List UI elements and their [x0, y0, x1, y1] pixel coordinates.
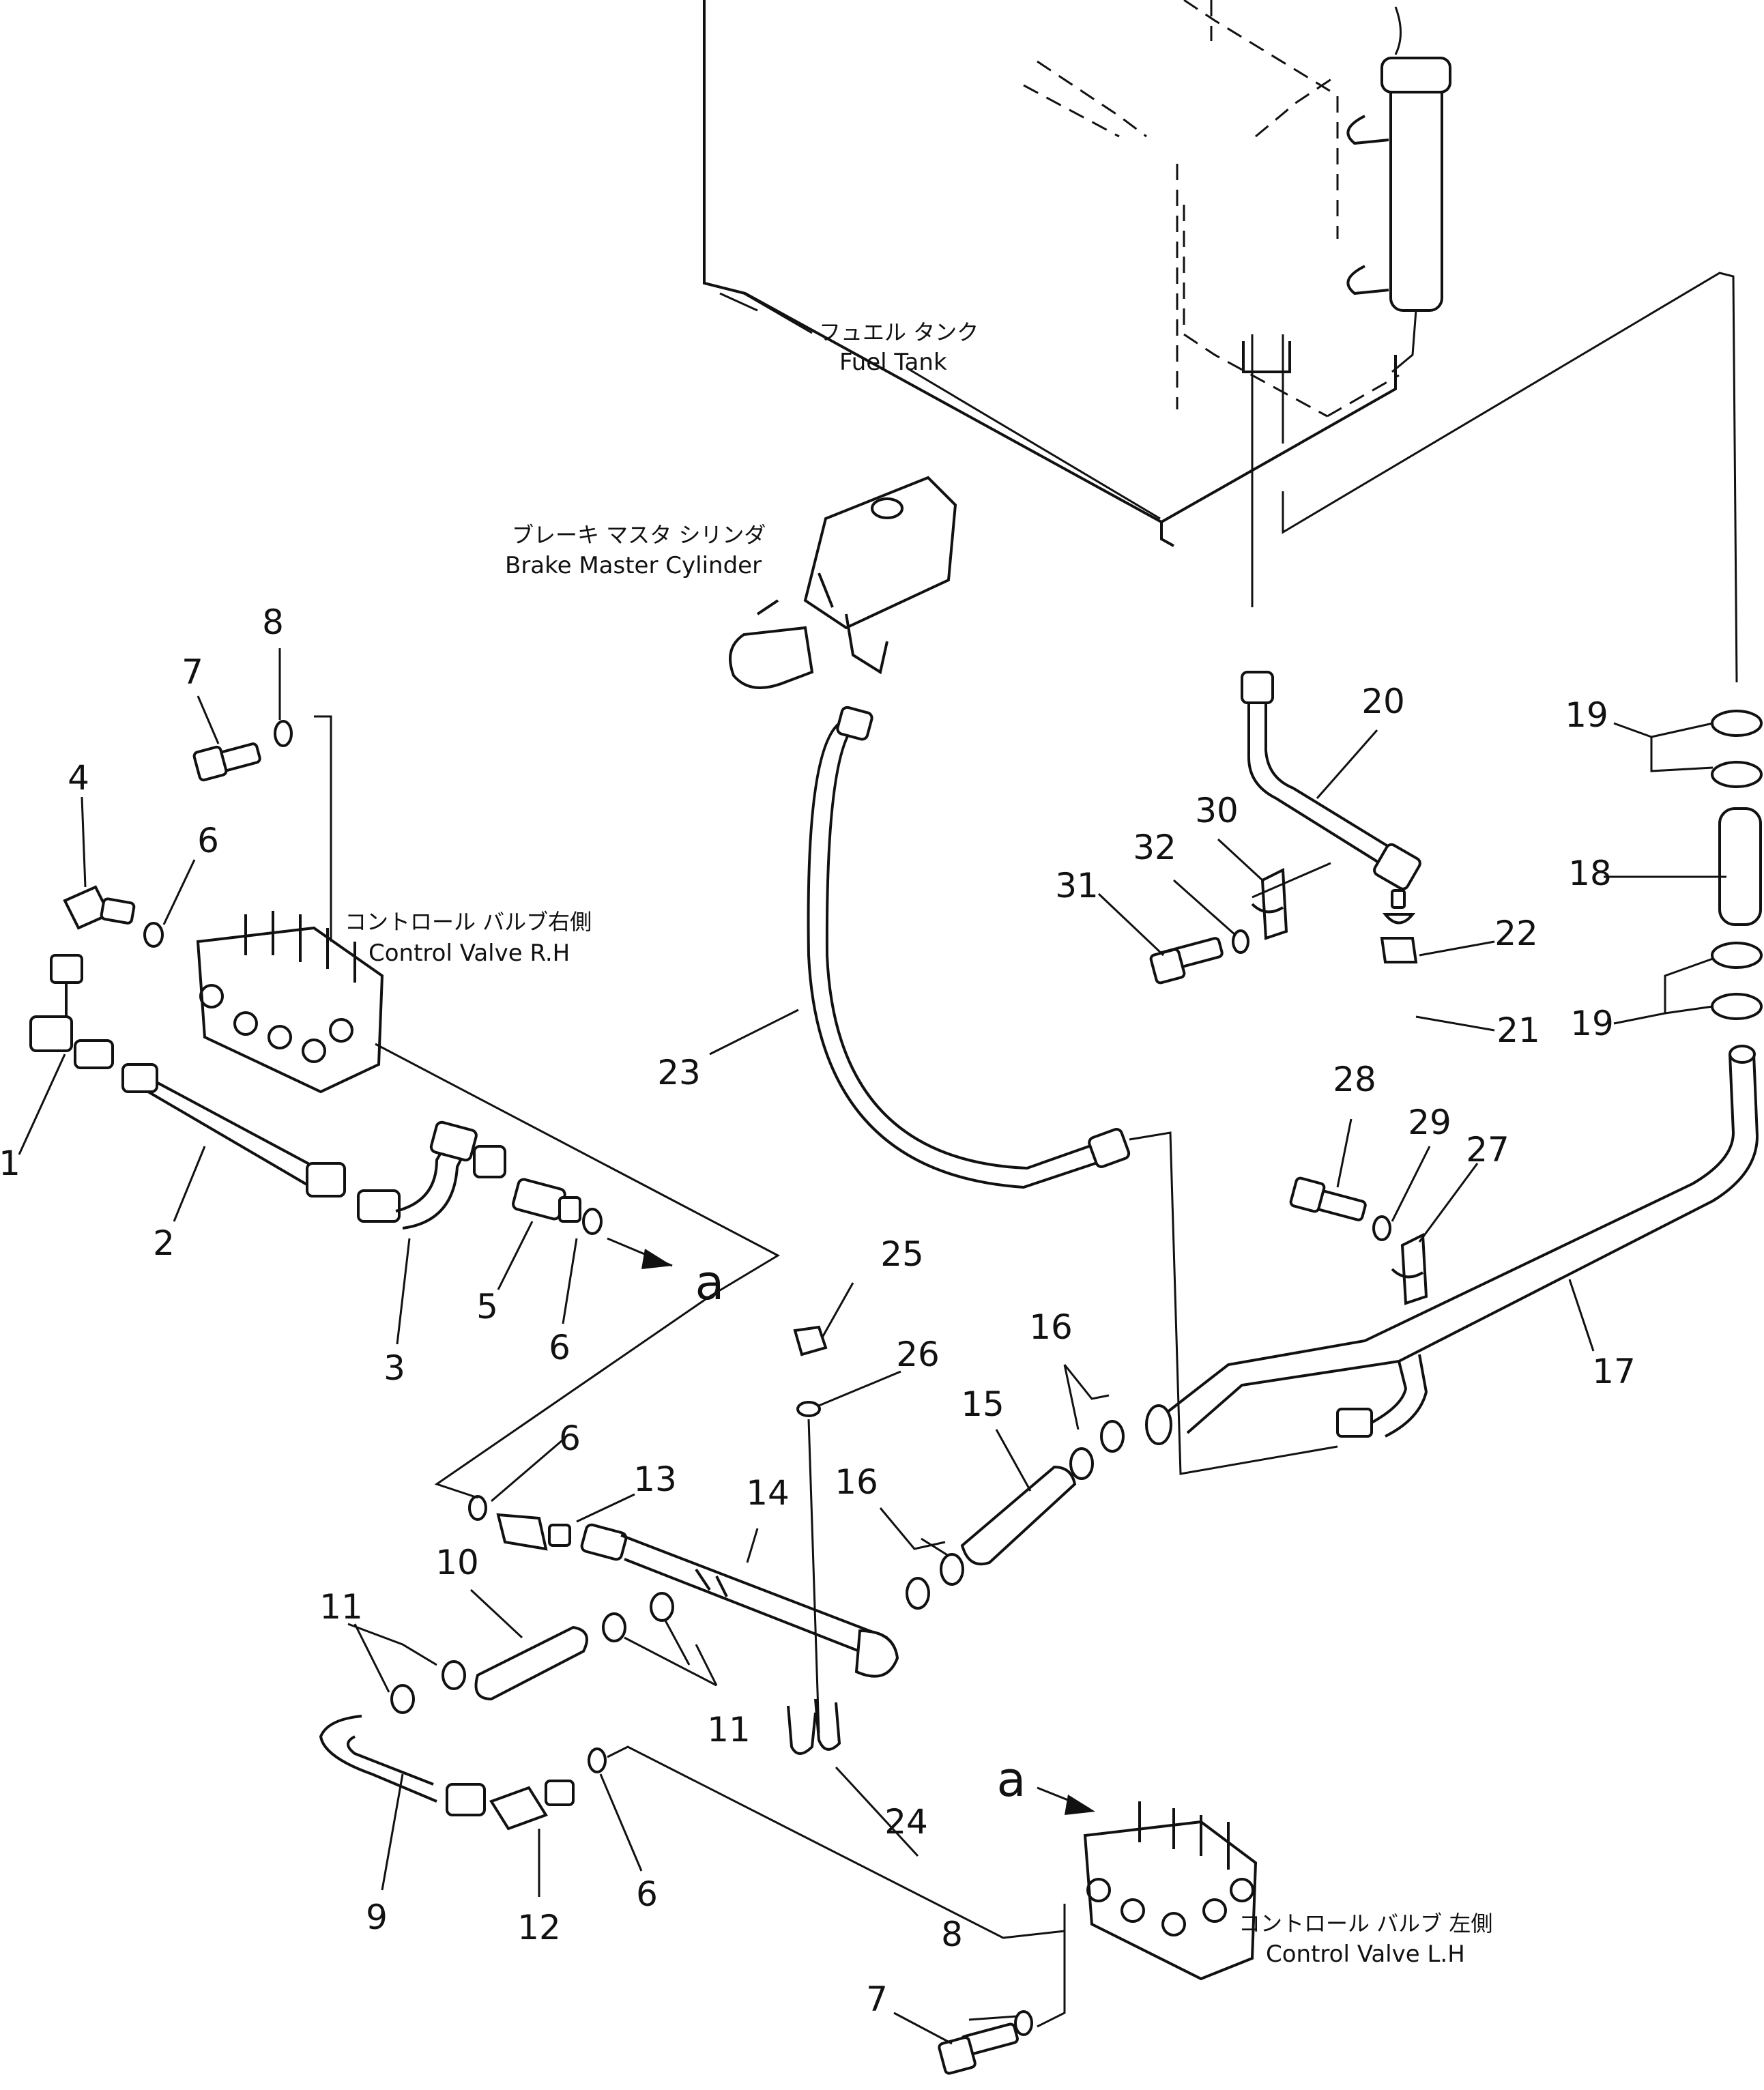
- hose-23: [807, 722, 1106, 1189]
- callout-19-lower: 19: [1570, 1004, 1614, 1043]
- callout-29: 29: [1408, 1103, 1451, 1142]
- callout-23: 23: [657, 1053, 701, 1092]
- fuel-tank-leader: [743, 292, 813, 334]
- fuel-tank-label-jp: フュエル タンク: [819, 319, 979, 345]
- callout-10: 10: [435, 1543, 479, 1582]
- callout-22: 22: [1494, 914, 1538, 953]
- callout-21: 21: [1496, 1011, 1540, 1050]
- callout-16-upper: 16: [1029, 1307, 1073, 1347]
- bolt-7-leader-lh: [1037, 1931, 1066, 2028]
- washer-8-lower: [1014, 2010, 1033, 2036]
- callout-6-near-13: 6: [559, 1419, 581, 1458]
- control-valve-lh-drawing: [1083, 1801, 1258, 1981]
- fuel-tank-leader-2: [907, 367, 1161, 520]
- callout-11-left: 11: [319, 1587, 363, 1627]
- arrow-to-valve-lh-head: [1065, 1795, 1095, 1815]
- left-piping-parts: [29, 720, 603, 1235]
- brake-master-cylinder-drawing: [729, 476, 957, 689]
- callout-20: 20: [1361, 682, 1405, 721]
- callout-31: 31: [1055, 866, 1099, 905]
- connection-marker-a-1: a: [695, 1255, 725, 1311]
- callout-15: 15: [961, 1384, 1004, 1424]
- bolt-7-leader-rh: [314, 715, 332, 942]
- a-connection-line-upper: [434, 1295, 710, 1499]
- callout-8-lower: 8: [941, 1915, 963, 1954]
- valve-rh-outline-line: [375, 1043, 781, 1298]
- callout-6-near-12: 6: [636, 1874, 658, 1914]
- callout-14: 14: [746, 1473, 790, 1513]
- tank-return-line: [1282, 272, 1738, 683]
- callout-19-upper: 19: [1565, 695, 1608, 735]
- callout-6-upper-left: 6: [197, 821, 219, 860]
- callout-7-upper: 7: [182, 652, 203, 692]
- brake-master-cylinder-label-en: Brake Master Cylinder: [505, 552, 762, 579]
- callout-28: 28: [1333, 1060, 1376, 1099]
- fuel-tank-drawing: [703, 0, 1451, 607]
- connection-marker-a-2: a: [997, 1752, 1026, 1808]
- callout-1: 1: [0, 1144, 20, 1183]
- callout-12: 12: [517, 1908, 561, 1947]
- callout-16-lower: 16: [835, 1462, 878, 1502]
- callout-2: 2: [153, 1223, 175, 1263]
- callout-24: 24: [884, 1802, 928, 1842]
- callout-18: 18: [1568, 854, 1612, 893]
- brake-master-cylinder-label-jp: ブレーキ マスタ シリンダ: [512, 522, 766, 548]
- callout-leaders: [18, 648, 1726, 2045]
- center-parts: [319, 1325, 1125, 1831]
- a-connection-line-lower: [607, 1745, 1066, 1939]
- pipe-20-group: [1149, 671, 1421, 985]
- callout-30: 30: [1195, 791, 1239, 830]
- callout-27: 27: [1466, 1130, 1509, 1170]
- right-side-parts: [1145, 710, 1763, 1445]
- clamp-30-leader: [1252, 862, 1331, 899]
- callout-8-upper: 8: [262, 603, 284, 642]
- callout-11-right: 11: [707, 1710, 751, 1750]
- control-valve-rh-label-en: Control Valve R.H: [368, 940, 570, 967]
- callout-6-right-of-5: 6: [549, 1328, 570, 1367]
- arrow-to-a-head: [641, 1249, 672, 1269]
- callout-26: 26: [896, 1335, 940, 1374]
- callout-17: 17: [1592, 1352, 1636, 1391]
- callout-32: 32: [1133, 828, 1176, 867]
- control-valve-lh-label-en: Control Valve L.H: [1266, 1941, 1465, 1968]
- control-valve-rh-drawing: [196, 911, 384, 1094]
- callout-9: 9: [366, 1898, 388, 1937]
- fuel-tank-label-en: Fuel Tank: [839, 349, 947, 376]
- callout-25: 25: [880, 1234, 924, 1274]
- callout-5: 5: [476, 1287, 498, 1326]
- callout-7-lower: 7: [866, 1979, 888, 2019]
- callout-4: 4: [68, 758, 89, 798]
- control-valve-rh-label-jp: コントロール バルブ右側: [345, 909, 592, 935]
- callout-3: 3: [384, 1348, 405, 1388]
- hose-23-connection: [1129, 1131, 1338, 1475]
- control-valve-lh-label-jp: コントロール バルブ 左側: [1239, 1911, 1492, 1936]
- tank-gauge-cylinder: [1389, 77, 1443, 312]
- callout-13: 13: [633, 1460, 677, 1499]
